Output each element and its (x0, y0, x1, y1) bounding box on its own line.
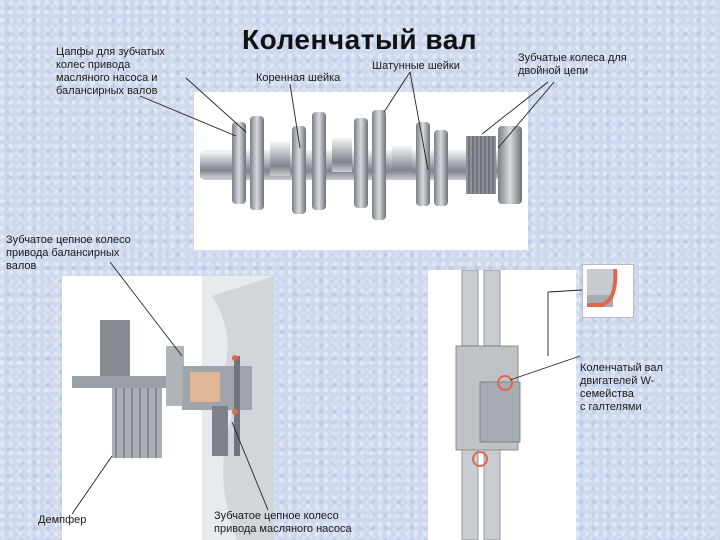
damper-label: Демпфер (38, 514, 87, 526)
rod-journals-label: Шатунные шейки (372, 60, 460, 72)
oil-pump-sprocket-label-line: Зубчатое цепное колесо (214, 510, 339, 522)
w-engine-crankshaft-image (428, 270, 576, 540)
journals-label-line: масляного насоса и (56, 72, 158, 84)
journals-label-line: балансирных валов (56, 85, 158, 97)
w-engine-label-line: Коленчатый вал (580, 362, 663, 374)
crankshaft-image (194, 92, 528, 250)
balance-sprocket-label-line: Зубчатое цепное колесо (6, 234, 131, 246)
w-engine-label-line: семейства (580, 388, 634, 400)
chain-gears-label-line: Зубчатые колеса для (518, 52, 627, 64)
journals-label-line: Цапфы для зубчатых (56, 46, 165, 58)
fillet-detail-image (582, 264, 634, 318)
w-engine-label: Коленчатый вал двигателей W- семейства с… (580, 362, 663, 414)
balance-sprocket-label: Зубчатое цепное колесо привода балансирн… (6, 234, 131, 273)
chain-gears-label: Зубчатые колеса для двойной цепи (518, 52, 627, 78)
balance-sprocket-label-line: привода балансирных (6, 247, 120, 259)
journals-label: Цапфы для зубчатых колес привода масляно… (56, 46, 165, 98)
w-engine-label-line: с галтелями (580, 401, 642, 413)
main-journal-label: Коренная шейка (256, 72, 341, 84)
oil-pump-sprocket-label-line: привода масляного насоса (214, 523, 352, 535)
damper-section-image (62, 276, 274, 540)
balance-sprocket-label-line: валов (6, 260, 37, 272)
oil-pump-sprocket-label: Зубчатое цепное колесо привода масляного… (214, 510, 352, 536)
page-title: Коленчатый вал (242, 24, 478, 55)
journals-label-line: колес привода (56, 59, 131, 71)
chain-gears-label-line: двойной цепи (518, 65, 589, 77)
w-engine-label-line: двигателей W- (580, 375, 655, 387)
